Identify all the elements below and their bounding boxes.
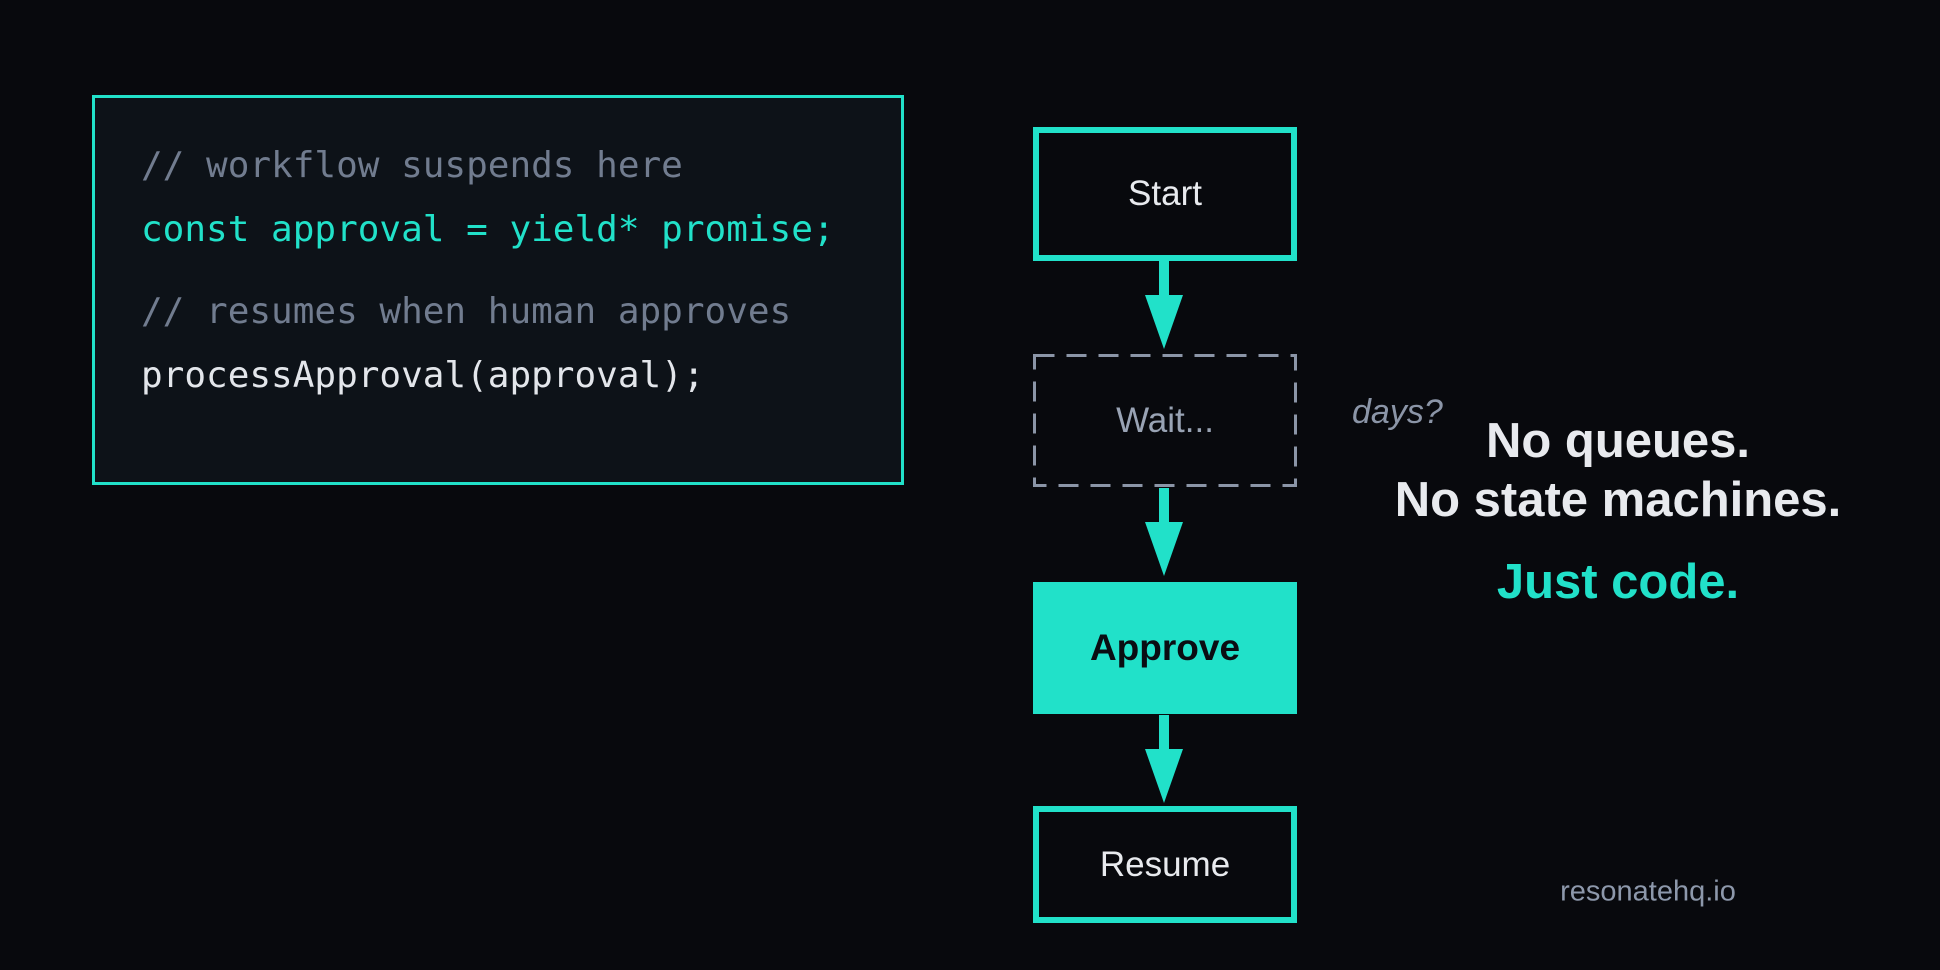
tagline-just-code: Just code. (1496, 555, 1740, 609)
tagline-no-state-machines: No state machines. (1394, 473, 1842, 527)
dashed-border (1033, 354, 1297, 487)
flow-node-resume-label: Resume (1099, 844, 1231, 884)
code-line-process-approval: processApproval(approval); (141, 355, 705, 396)
flow-node-wait-label: Wait... (1116, 400, 1214, 440)
code-line-comment-suspend: // workflow suspends here (141, 145, 683, 186)
flow-node-start-label: Start (1128, 174, 1202, 213)
flow-node-approve-label: Approve (1089, 627, 1241, 668)
arrow-down-icon (1145, 488, 1183, 576)
tagline-no-queues: No queues. (1485, 414, 1751, 468)
arrow-down-icon (1145, 261, 1183, 349)
flow-node-resume: Resume (1033, 806, 1297, 923)
arrow-down-icon (1145, 715, 1183, 803)
code-line-const-approval: const approval = yield* promise; (141, 209, 835, 250)
annotation-days: days? (1352, 393, 1443, 431)
flow-node-start: Start (1033, 127, 1297, 261)
flow-node-approve: Approve (1033, 582, 1297, 714)
code-panel: // workflow suspends here const approval… (92, 95, 904, 485)
brand-text: resonatehq.io (1560, 875, 1736, 908)
code-line-comment-resume: // resumes when human approves (141, 291, 792, 332)
flow-node-wait: Wait... (1033, 354, 1297, 487)
